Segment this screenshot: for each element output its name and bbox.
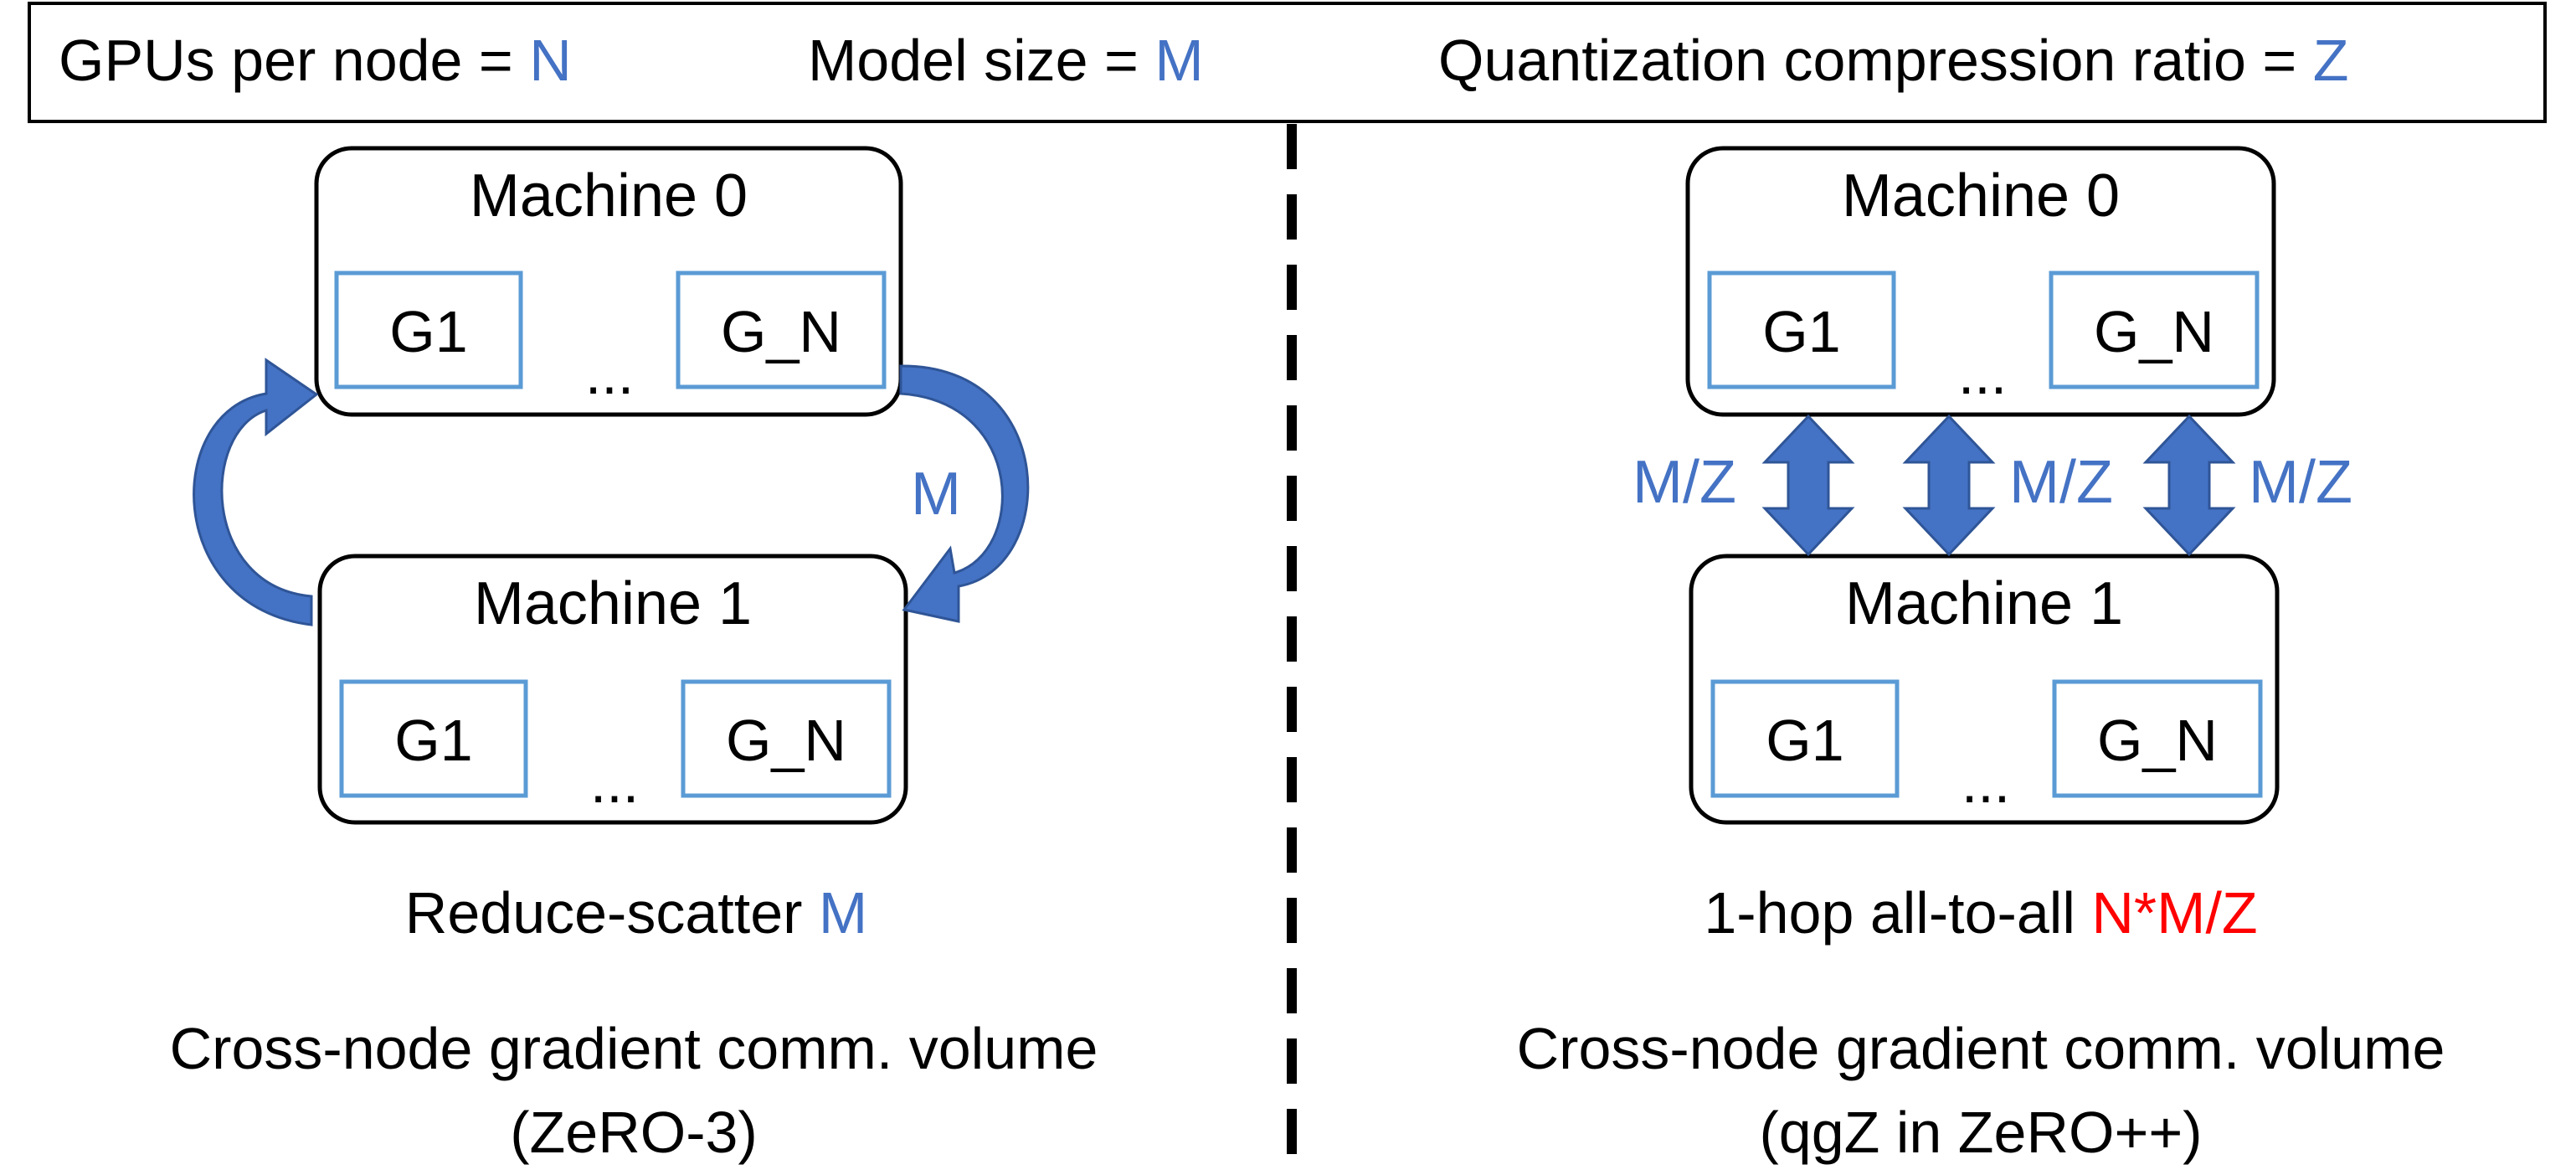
ring-volume-label: M [911, 461, 961, 528]
machine-title: Machine 1 [1845, 570, 2123, 637]
legend-quant-var: Z [2313, 28, 2349, 93]
legend-gpus-per-node: GPUs per node = N [59, 28, 572, 93]
gpu-label-g1: G1 [394, 708, 472, 773]
link-volume-label-2: M/Z [2009, 449, 2113, 516]
gpu-ellipsis: ... [590, 750, 639, 815]
right-panel: Machine 0 G1 G_N ... Machine 1 G1 G_N ..… [1517, 146, 2445, 1165]
gpu-label-gn: G_N [721, 299, 841, 364]
right-caption-line-1: Cross-node gradient comm. volume [1517, 1016, 2445, 1081]
operation-volume: N*M/Z [2091, 880, 2257, 946]
legend-model-label: Model size = [808, 28, 1154, 93]
gpu-label-gn: G_N [2094, 299, 2214, 364]
legend-gpus-label: GPUs per node = [59, 28, 529, 93]
gpu-label-gn: G_N [2097, 708, 2218, 773]
gpu-box-gn [2049, 271, 2260, 389]
gpu-label-gn: G_N [726, 708, 846, 773]
gpu-label-g1: G1 [1762, 299, 1840, 364]
gpu-ellipsis: ... [585, 341, 634, 406]
right-operation-label: 1-hop all-to-all N*M/Z [1704, 880, 2257, 946]
machine-title: Machine 1 [474, 570, 752, 637]
gpu-box-gn [2052, 679, 2263, 798]
double-arrow-icon-3 [2142, 414, 2236, 557]
left-machine-0: Machine 0 G1 G_N ... [314, 146, 903, 417]
ring-arrow-down-icon [899, 364, 1030, 623]
right-machine-0: Machine 0 G1 G_N ... [1685, 146, 2276, 417]
left-caption-line-1: Cross-node gradient comm. volume [170, 1016, 1098, 1081]
machine-title: Machine 0 [1842, 162, 2120, 229]
double-arrow-icon-2 [1902, 414, 1996, 557]
left-panel: Machine 0 G1 G_N ... Machine 1 G1 G_N ..… [170, 146, 1098, 1165]
gpu-label-g1: G1 [1766, 708, 1843, 773]
gpu-box-gn [676, 271, 887, 389]
ring-arrow-up-icon [193, 358, 319, 626]
gpu-label-g1: G1 [389, 299, 467, 364]
double-arrow-icon-1 [1761, 414, 1855, 557]
gpu-box-g1 [339, 679, 528, 798]
gpu-box-g1 [1707, 271, 1896, 389]
left-operation-label: Reduce-scatter M [405, 880, 867, 946]
right-machine-1: Machine 1 G1 G_N ... [1689, 554, 2280, 825]
legend-quant-label: Quantization compression ratio = [1438, 28, 2313, 93]
operation-volume: M [819, 880, 867, 946]
operation-name: 1-hop all-to-all [1704, 880, 2091, 946]
legend-quant-ratio: Quantization compression ratio = Z [1438, 28, 2348, 93]
gpu-box-g1 [1710, 679, 1900, 798]
left-machine-1: Machine 1 G1 G_N ... [317, 554, 908, 825]
link-volume-label-1: M/Z [1632, 449, 1736, 516]
link-volume-label-3: M/Z [2249, 449, 2352, 516]
machine-title: Machine 0 [470, 162, 748, 229]
legend-model-var: M [1154, 28, 1203, 93]
legend-gpus-var: N [529, 28, 572, 93]
right-caption-line-2: (qgZ in ZeRO++) [1759, 1100, 2202, 1165]
gpu-ellipsis: ... [1962, 750, 2010, 815]
operation-name: Reduce-scatter [405, 880, 819, 946]
left-caption-line-2: (ZeRO-3) [510, 1100, 758, 1165]
gpu-box-g1 [334, 271, 523, 389]
gpu-ellipsis: ... [1958, 341, 2007, 406]
gpu-box-gn [681, 679, 892, 798]
legend-model-size: Model size = M [808, 28, 1204, 93]
legend-box [28, 2, 2547, 123]
